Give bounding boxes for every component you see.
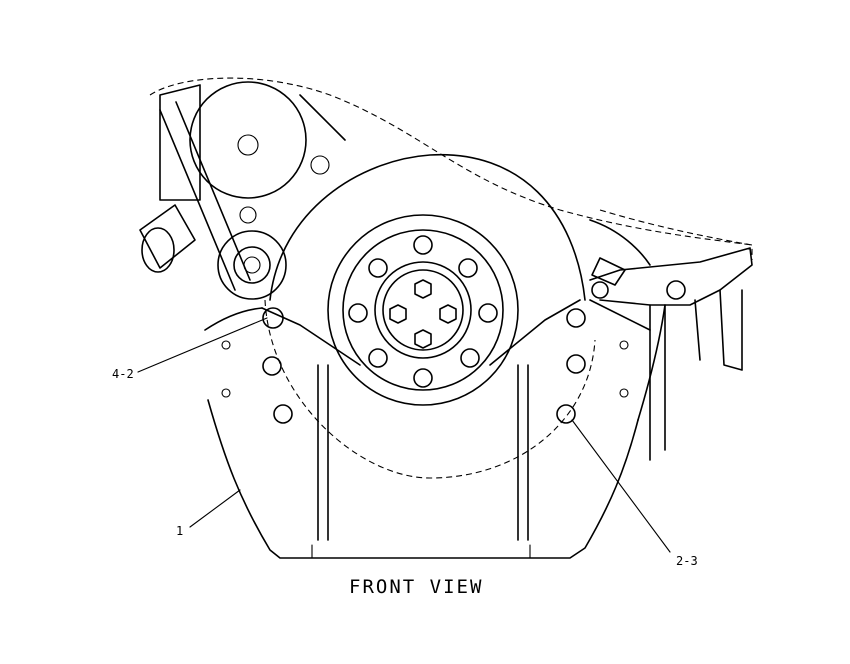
hub-outer-bolts — [348, 235, 498, 388]
alternator — [139, 81, 307, 273]
damper-hub — [327, 214, 519, 406]
callout-label-4-2: 4-2 — [112, 367, 134, 381]
leader-4-2 — [137, 317, 268, 373]
view-caption: FRONT VIEW — [349, 576, 484, 598]
hub-inner-bolts — [389, 279, 457, 349]
callout-label-1: 1 — [176, 524, 184, 538]
cover-bolts — [221, 307, 629, 424]
crankshaft-damper — [264, 153, 596, 479]
front-cover — [204, 299, 651, 559]
callout-leaders — [137, 317, 671, 553]
callout-label-2-3: 2-3 — [676, 554, 698, 568]
drive-belt — [159, 94, 346, 291]
leader-2-3 — [571, 419, 671, 553]
right-housing — [589, 219, 753, 461]
idler-pulley — [217, 155, 330, 300]
engine-outline-dashed-right — [599, 209, 753, 260]
leader-1 — [189, 489, 241, 528]
